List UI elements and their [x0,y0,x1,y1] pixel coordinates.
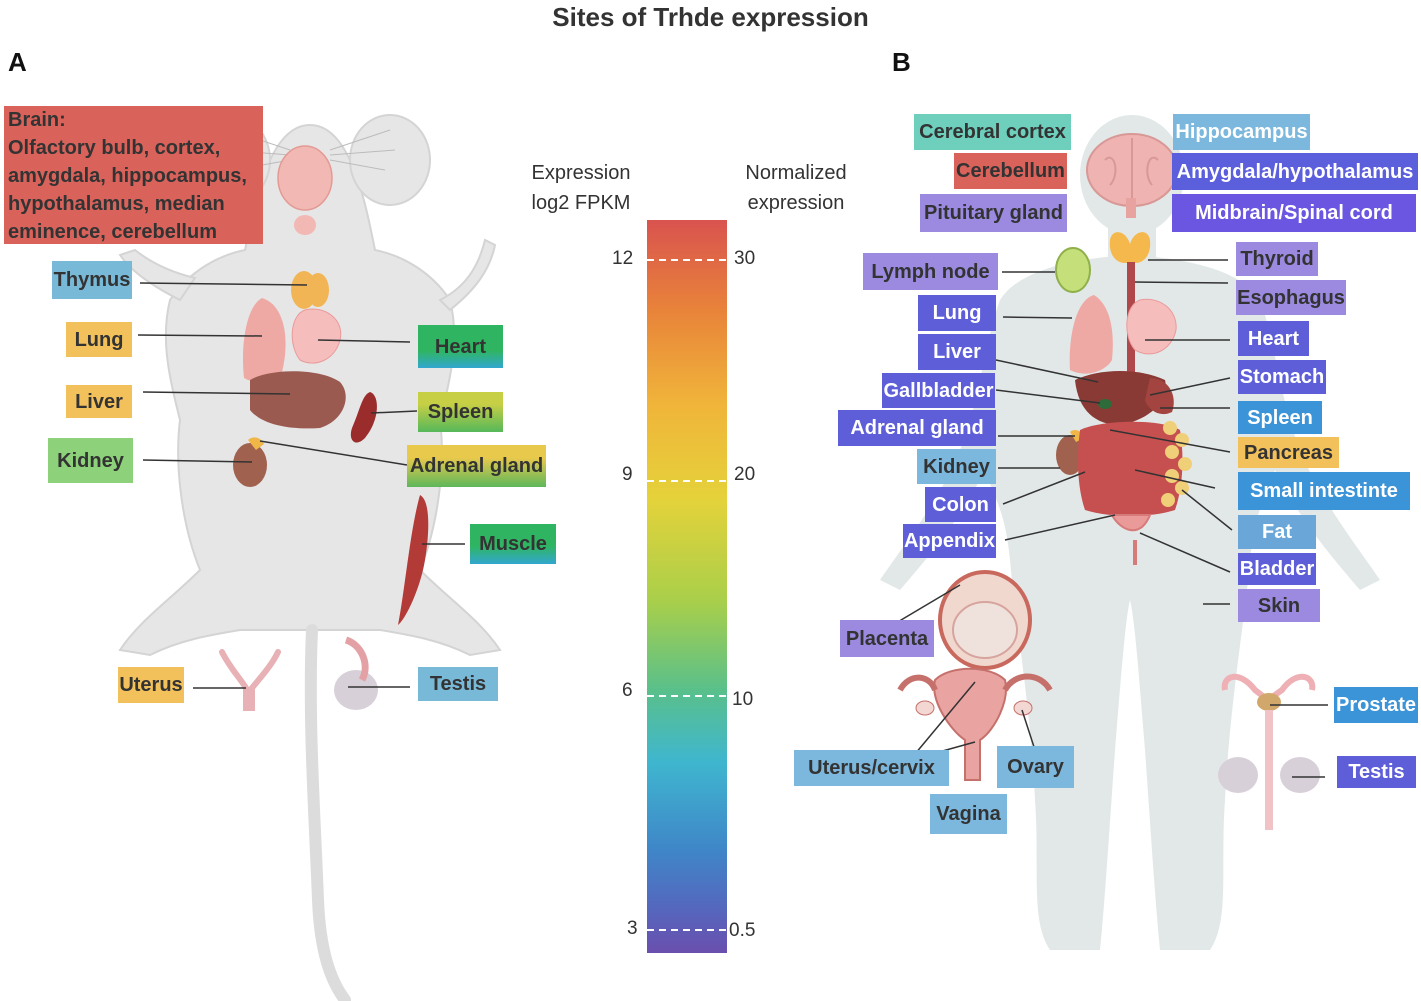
human-label-placenta: Placenta [840,620,934,657]
human-label-amygdala-hypothalamus: Amygdala/hypothalamus [1172,153,1418,190]
panel-label-b: B [892,47,911,77]
human-label-esophagus: Esophagus [1236,280,1346,315]
legend-left-tick: 9 [622,464,633,485]
legend-dashed-ticks [647,259,727,931]
human-label-liver: Liver [918,334,996,370]
brain-line: eminence, cerebellum [8,221,217,243]
mouse-leader-lines [137,282,465,689]
brain-line: Olfactory bulb, cortex, [8,137,221,159]
legend-right-tick: 10 [732,689,754,710]
human-label-kidney: Kidney [917,449,996,484]
mouse-label-spleen: Spleen [418,392,503,432]
human-label-adrenal-gland: Adrenal gland [838,410,996,446]
mouse-label-uterus: Uterus [118,667,184,703]
human-label-appendix: Appendix [903,524,996,558]
legend-left-tick: 6 [622,680,633,701]
brain-line: hypothalamus, median [8,193,225,215]
mouse-label-heart: Heart [418,325,503,368]
human-label-ovary: Ovary [997,746,1074,788]
mouse-tail [304,624,351,1001]
legend-right-tick: 30 [734,248,756,269]
human-label-heart: Heart [1238,321,1309,356]
legend-left-tick: 12 [612,248,634,269]
mouse-label-lung: Lung [66,322,132,357]
mouse-label-muscle: Muscle [470,524,556,564]
human-label-prostate: Prostate [1334,687,1418,723]
human-label-fat: Fat [1238,515,1316,549]
legend-right-tick: 0.5 [729,920,756,941]
mouse-organs [219,145,429,711]
human-organs [897,133,1320,830]
figure-title: Sites of Trhde expression [552,2,869,32]
human-label-uterus-cervix: Uterus/cervix [794,750,949,786]
human-label-pituitary-gland: Pituitary gland [920,194,1067,232]
human-label-lymph-node: Lymph node [863,253,998,290]
human-label-midbrain-spinal-cord: Midbrain/Spinal cord [1172,194,1416,232]
legend-right-tick: 20 [734,464,756,485]
mouse-label-adrenal-gland: Adrenal gland [407,445,546,487]
human-label-bladder: Bladder [1238,553,1316,585]
human-label-thyroid: Thyroid [1236,242,1318,276]
mouse-label-kidney: Kidney [48,438,133,483]
human-label-stomach: Stomach [1238,360,1326,394]
mouse-label-liver: Liver [66,385,132,418]
human-label-testis: Testis [1337,756,1416,788]
human-label-hippocampus: Hippocampus [1173,114,1310,150]
panel-label-a: A [8,47,27,77]
human-label-lung: Lung [918,295,996,331]
human-label-spleen: Spleen [1238,401,1322,434]
human-label-small-intestinte: Small intestinte [1238,472,1410,510]
mouse-label-thymus: Thymus [52,261,132,299]
mouse-brain-label: Brain: Olfactory bulb, cortex, amygdala,… [4,106,263,244]
human-leader-lines [895,259,1328,778]
human-label-colon: Colon [925,487,996,522]
human-label-vagina: Vagina [930,794,1007,834]
human-label-gallbladder: Gallbladder [882,373,995,408]
brain-line: amygdala, hippocampus, [8,165,247,187]
legend-left-tick: 3 [627,918,638,939]
legend-color-scale [647,220,727,953]
human-label-pancreas: Pancreas [1238,437,1339,468]
brain-title: Brain: [8,109,66,131]
human-label-cerebellum: Cerebellum [954,153,1067,189]
mouse-label-testis: Testis [418,667,498,701]
human-label-cerebral-cortex: Cerebral cortex [914,114,1071,150]
human-label-skin: Skin [1238,589,1320,622]
